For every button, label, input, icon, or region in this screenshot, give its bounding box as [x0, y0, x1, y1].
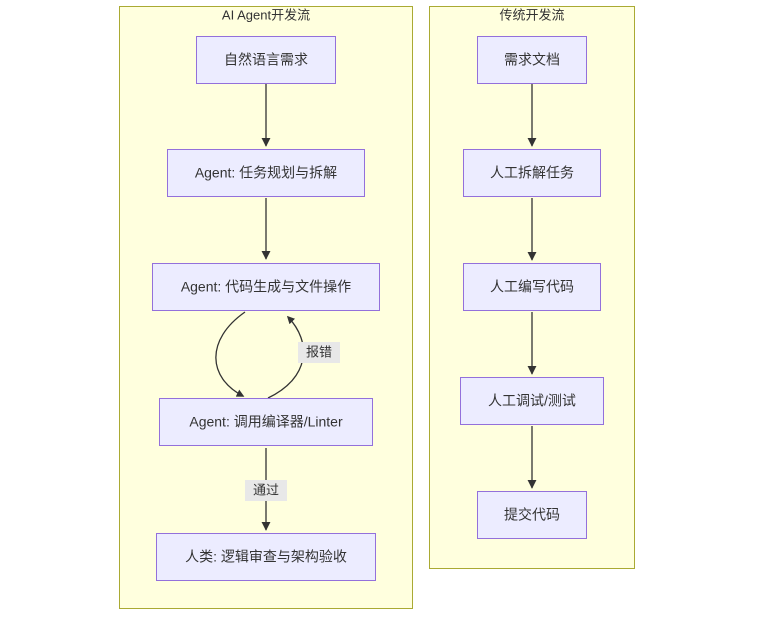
edge-label-error-text: 报错: [306, 344, 332, 359]
node-human-review[interactable]: 人类: 逻辑审查与架构验收: [156, 533, 376, 581]
node-requirement-doc-label: 需求文档: [504, 52, 560, 68]
node-manual-breakdown[interactable]: 人工拆解任务: [463, 149, 601, 197]
node-manual-breakdown-rect[interactable]: [463, 149, 601, 197]
node-task-planning-label: Agent: 任务规划与拆解: [195, 165, 337, 181]
node-human-review-rect[interactable]: [156, 533, 376, 581]
node-task-planning[interactable]: Agent: 任务规划与拆解: [167, 149, 365, 197]
cluster-ai-agent-flow-title: AI Agent开发流: [222, 7, 310, 22]
edge-label-error-bg: [298, 342, 340, 363]
node-submit-code[interactable]: 提交代码: [477, 491, 587, 539]
node-nl-requirement[interactable]: 自然语言需求: [196, 36, 336, 84]
edge-code-generation-to-compiler-linter: [215, 311, 246, 397]
node-code-generation-label: Agent: 代码生成与文件操作: [181, 279, 351, 295]
node-compiler-linter-rect[interactable]: [159, 398, 373, 446]
node-submit-code-label: 提交代码: [504, 507, 560, 523]
edges-ai-agent-flow: 报错 通过: [215, 84, 340, 531]
node-manual-debug[interactable]: 人工调试/测试: [460, 377, 604, 425]
node-compiler-linter-label: Agent: 调用编译器/Linter: [189, 414, 343, 430]
node-compiler-linter[interactable]: Agent: 调用编译器/Linter: [159, 398, 373, 446]
node-task-planning-rect[interactable]: [167, 149, 365, 197]
edge-label-pass-text: 通过: [253, 482, 279, 497]
node-manual-coding[interactable]: 人工编写代码: [463, 263, 601, 311]
node-nl-requirement-rect[interactable]: [196, 36, 336, 84]
node-requirement-doc-rect[interactable]: [477, 36, 587, 84]
edge-label-pass-bg: [245, 480, 287, 501]
node-submit-code-rect[interactable]: [477, 491, 587, 539]
node-manual-debug-label: 人工调试/测试: [488, 393, 576, 409]
node-nl-requirement-label: 自然语言需求: [224, 52, 308, 68]
node-manual-debug-rect[interactable]: [460, 377, 604, 425]
node-manual-coding-rect[interactable]: [463, 263, 601, 311]
node-code-generation-rect[interactable]: [152, 263, 380, 311]
cluster-traditional-flow-title: 传统开发流: [499, 7, 564, 22]
node-code-generation[interactable]: Agent: 代码生成与文件操作: [152, 263, 380, 311]
node-human-review-label: 人类: 逻辑审查与架构验收: [185, 549, 347, 565]
edge-label-pass: 通过: [245, 480, 287, 501]
node-manual-coding-label: 人工编写代码: [490, 279, 574, 295]
node-requirement-doc[interactable]: 需求文档: [477, 36, 587, 84]
edge-label-error: 报错: [298, 342, 340, 363]
node-manual-breakdown-label: 人工拆解任务: [490, 165, 574, 181]
